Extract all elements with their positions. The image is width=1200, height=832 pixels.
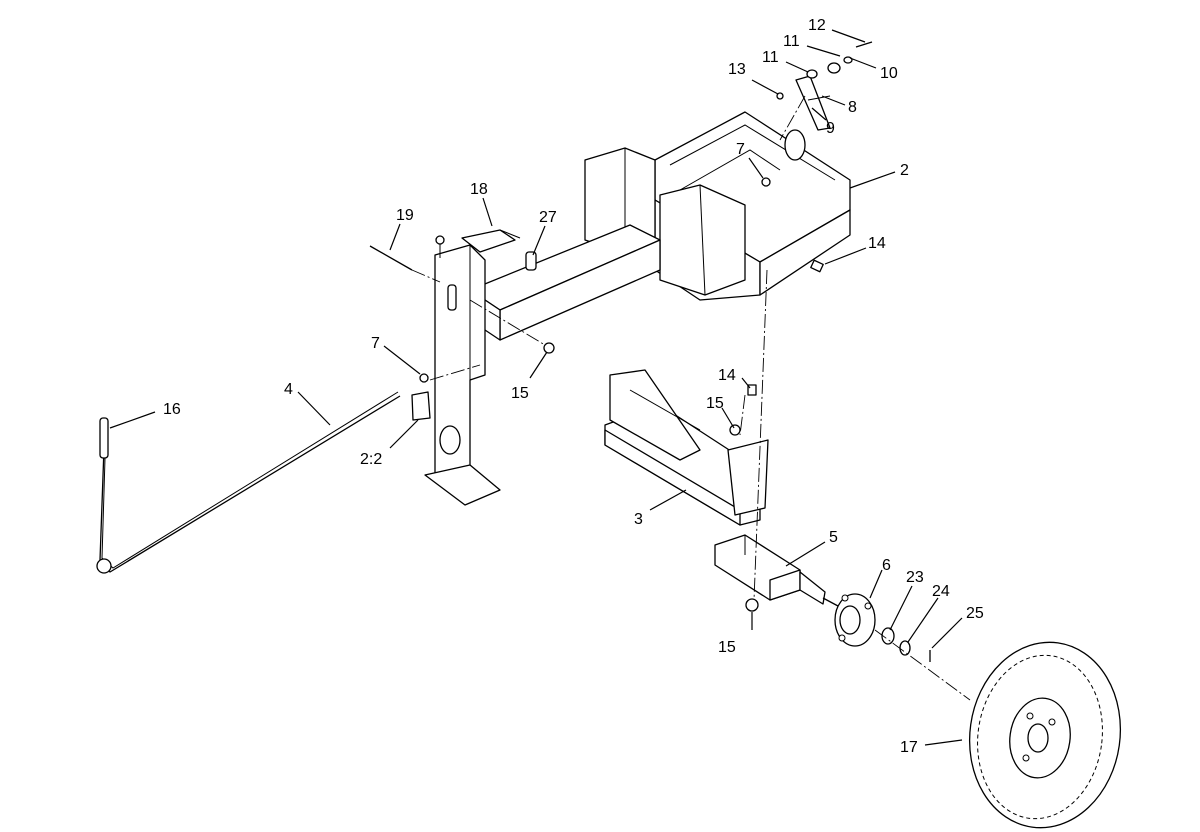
callout-7: 7 (371, 335, 380, 352)
jack-stand (424, 235, 501, 506)
callout-2: 2 (900, 162, 909, 179)
wheel (968, 641, 1122, 829)
nut (419, 373, 429, 383)
center-lines (411, 95, 971, 701)
callout-23: 23 (906, 569, 924, 586)
callout-11: 11 (762, 49, 779, 66)
bolt (747, 384, 757, 396)
callout-4: 4 (284, 381, 293, 398)
callout-16: 16 (163, 401, 181, 418)
main-frame (469, 111, 851, 341)
callout-14: 14 (868, 235, 886, 252)
nut (761, 177, 771, 187)
callout-6: 6 (882, 557, 891, 574)
callout-7: 7 (736, 141, 745, 158)
nut (899, 640, 911, 656)
callout-12: 12 (808, 17, 826, 34)
nut (729, 424, 741, 436)
nut (543, 342, 555, 354)
callout-2-2: 2:2 (360, 451, 382, 468)
plate (411, 391, 431, 421)
callout-25: 25 (966, 605, 984, 622)
callout-18: 18 (470, 181, 488, 198)
callout-5: 5 (829, 529, 838, 546)
callout-17: 17 (900, 739, 918, 756)
callout-15: 15 (706, 395, 724, 412)
spring (525, 251, 537, 271)
callout-19: 19 (396, 207, 414, 224)
spindle-tube (714, 534, 839, 607)
linkage-parts (776, 41, 873, 131)
axle-mount (604, 369, 769, 526)
callout-13: 13 (728, 61, 746, 78)
leader-lines (109, 29, 963, 746)
callout-labels: 12 11 10 13 11 8 9 7 2 18 19 27 14 7 15 … (163, 17, 984, 756)
handle-bracket (461, 229, 516, 253)
nut (745, 598, 759, 612)
callout-14: 14 (718, 367, 736, 384)
callout-10: 10 (880, 65, 898, 82)
pin (369, 245, 413, 271)
washer (881, 627, 895, 645)
callout-24: 24 (932, 583, 950, 600)
callout-11: 11 (783, 33, 800, 50)
callout-27: 27 (539, 209, 557, 226)
callout-8: 8 (848, 99, 857, 116)
bolt (810, 259, 824, 273)
callout-15: 15 (718, 639, 736, 656)
handle-rod (96, 391, 401, 574)
callout-3: 3 (634, 511, 643, 528)
callout-15: 15 (511, 385, 529, 402)
callout-9: 9 (826, 120, 835, 137)
hub (834, 593, 876, 647)
